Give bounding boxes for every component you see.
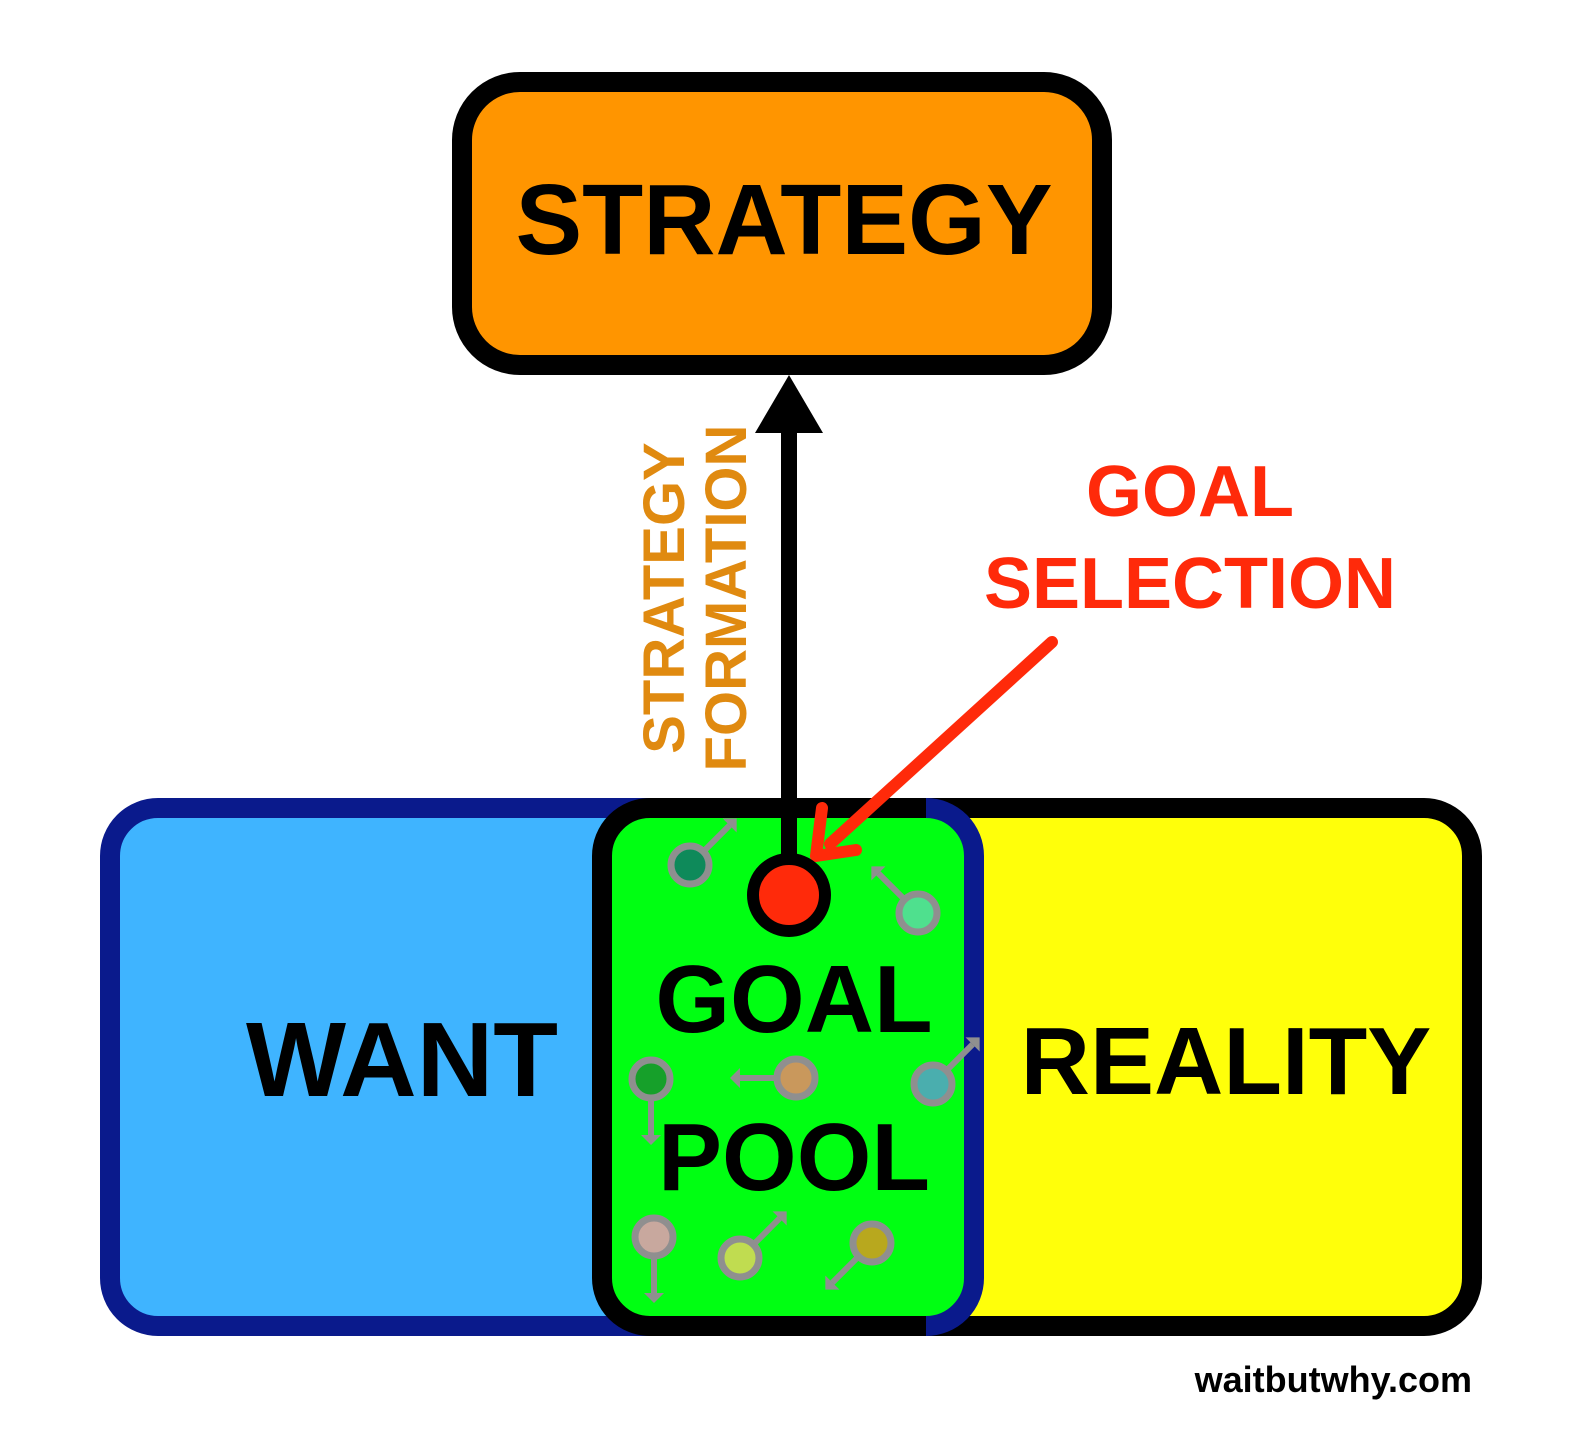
arrow-head-up xyxy=(755,375,823,433)
goal-selection-arrow xyxy=(824,636,1058,850)
goal-dot-arrow xyxy=(876,871,908,903)
goal-dot xyxy=(667,842,713,888)
goal-dot xyxy=(895,890,941,936)
goal-dot xyxy=(910,1061,956,1107)
goal-dot xyxy=(773,1055,819,1101)
goal-dot-arrow-head xyxy=(825,1275,840,1290)
goal-dots xyxy=(628,818,980,1303)
strategy-label: STRATEGY xyxy=(515,164,1052,276)
goal-selection-arrow-head xyxy=(810,802,862,862)
strategy-formation-label: STRATEGY FORMATION xyxy=(632,425,759,772)
reality-label: REALITY xyxy=(1021,1008,1432,1115)
goal-dot xyxy=(631,1214,677,1260)
goal-dot-arrow-head xyxy=(871,866,886,881)
goal-pool-right-border xyxy=(925,798,984,1336)
goal-dot-arrow xyxy=(830,1253,862,1285)
goal-pool-label-line2: POOL xyxy=(658,1104,930,1211)
goal-dot xyxy=(717,1235,763,1281)
goal-dot-arrow-head xyxy=(730,1068,740,1088)
goal-dot-arrow-head xyxy=(772,1211,787,1226)
want-label: WANT xyxy=(246,1001,558,1119)
selected-goal-dot xyxy=(747,853,831,937)
goal-dot-arrow-head xyxy=(722,818,737,833)
goal-dot xyxy=(849,1220,895,1266)
goal-dot-arrow xyxy=(750,1216,782,1248)
goal-pool-label-line1: GOAL xyxy=(655,946,932,1053)
strategy-box xyxy=(452,72,1112,375)
goal-selection-line1: GOAL xyxy=(1086,452,1294,532)
goal-dot-arrow-head xyxy=(965,1037,980,1052)
goal-dot-arrow-head xyxy=(641,1135,661,1145)
strategy-formation-line2: FORMATION xyxy=(694,425,759,772)
goal-selection-line2: SELECTION xyxy=(984,544,1396,624)
goal-dot-arrow xyxy=(943,1042,975,1074)
strategy-formation-line1: STRATEGY xyxy=(632,442,697,754)
goal-dot-arrow xyxy=(700,823,732,855)
goal-dot xyxy=(628,1056,674,1102)
watermark: waitbutwhy.com xyxy=(1194,1359,1472,1400)
goal-dot-arrow-head xyxy=(644,1293,664,1303)
